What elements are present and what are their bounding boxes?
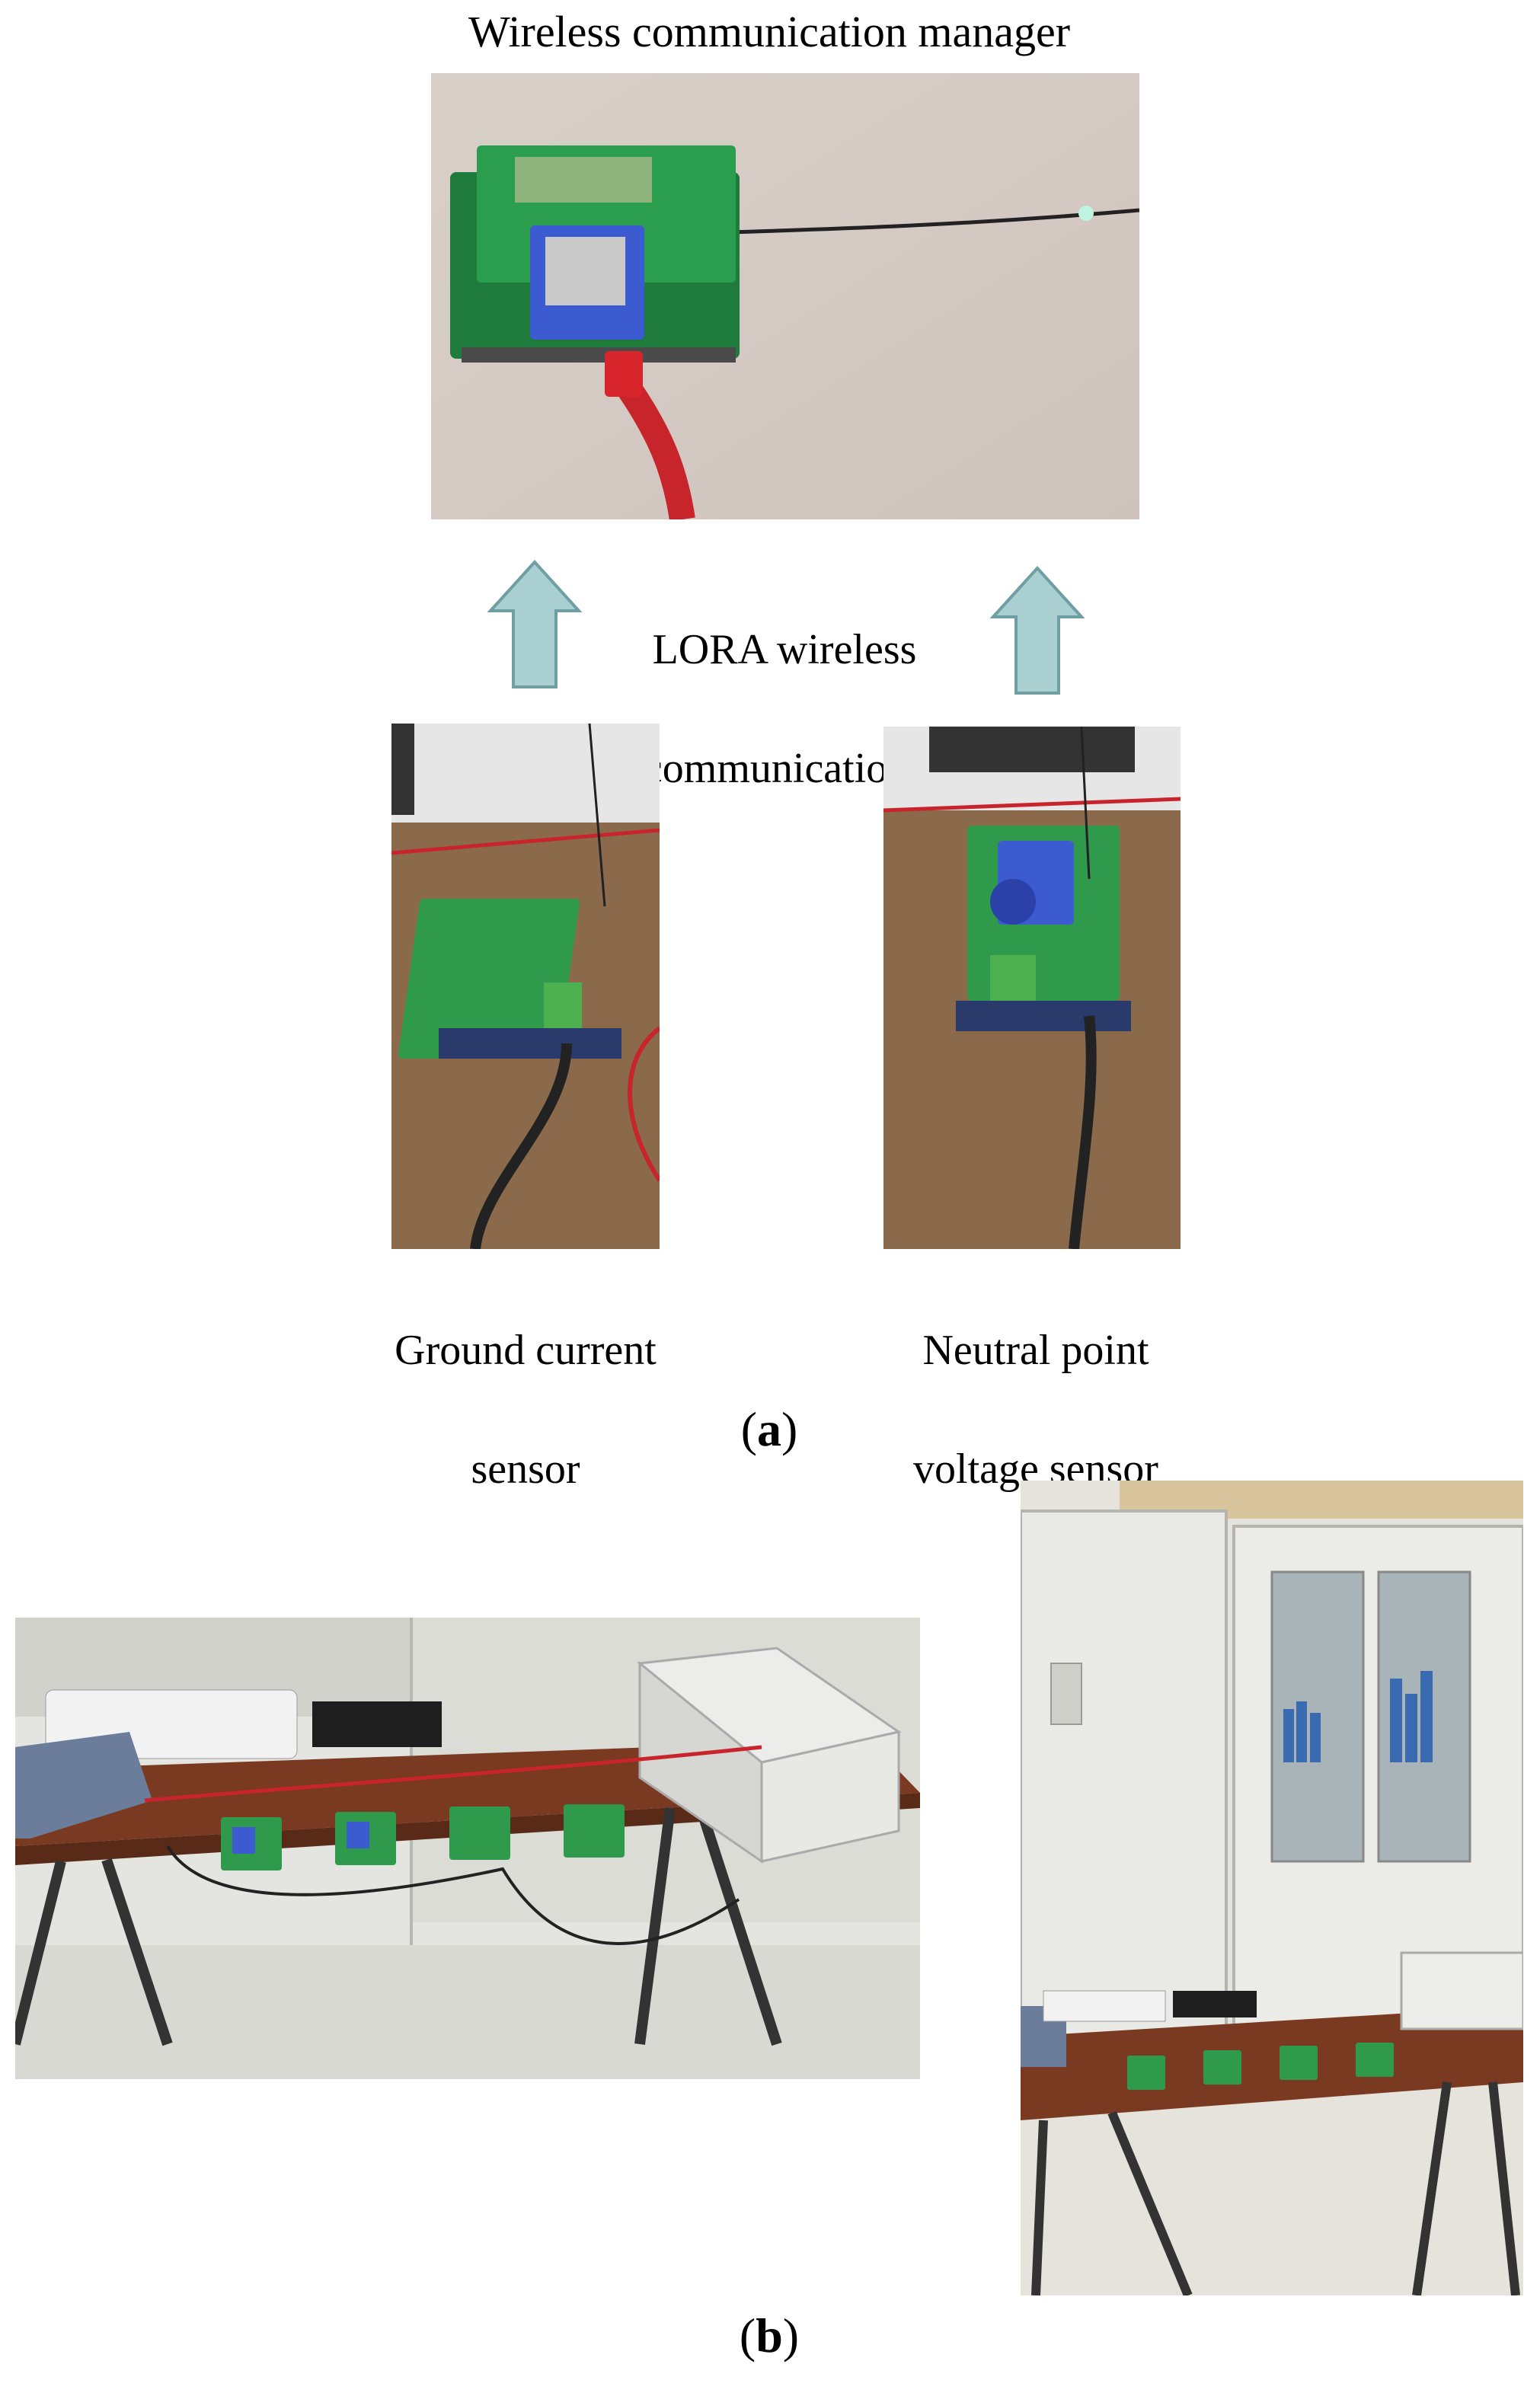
ground-current-sensor-photo: [391, 724, 660, 1249]
ground-current-sensor-label: Ground current sensor: [335, 1261, 716, 1499]
lab-cabinet-photo: [1021, 1481, 1523, 2295]
ground-current-line1: Ground current: [395, 1327, 657, 1374]
arrow-up-left-icon: [487, 560, 582, 688]
arrow-up-right-icon: [990, 566, 1085, 695]
caption-a: (a): [740, 1402, 798, 1456]
manager-photo: [431, 73, 1139, 519]
lab-table-photo: [15, 1618, 920, 2079]
lora-label-line2: communications: [643, 745, 926, 792]
caption-b: (b): [739, 2308, 800, 2362]
neutral-voltage-sensor-photo: [883, 727, 1181, 1249]
lora-label: LORA wireless communications: [579, 561, 990, 798]
neutral-voltage-line1: Neutral point: [922, 1327, 1149, 1374]
ground-current-line2: sensor: [471, 1446, 580, 1493]
lora-label-line1: LORA wireless: [652, 626, 917, 673]
neutral-voltage-sensor-label: Neutral point voltage sensor: [838, 1261, 1234, 1499]
manager-title: Wireless communication manager: [468, 7, 1071, 56]
